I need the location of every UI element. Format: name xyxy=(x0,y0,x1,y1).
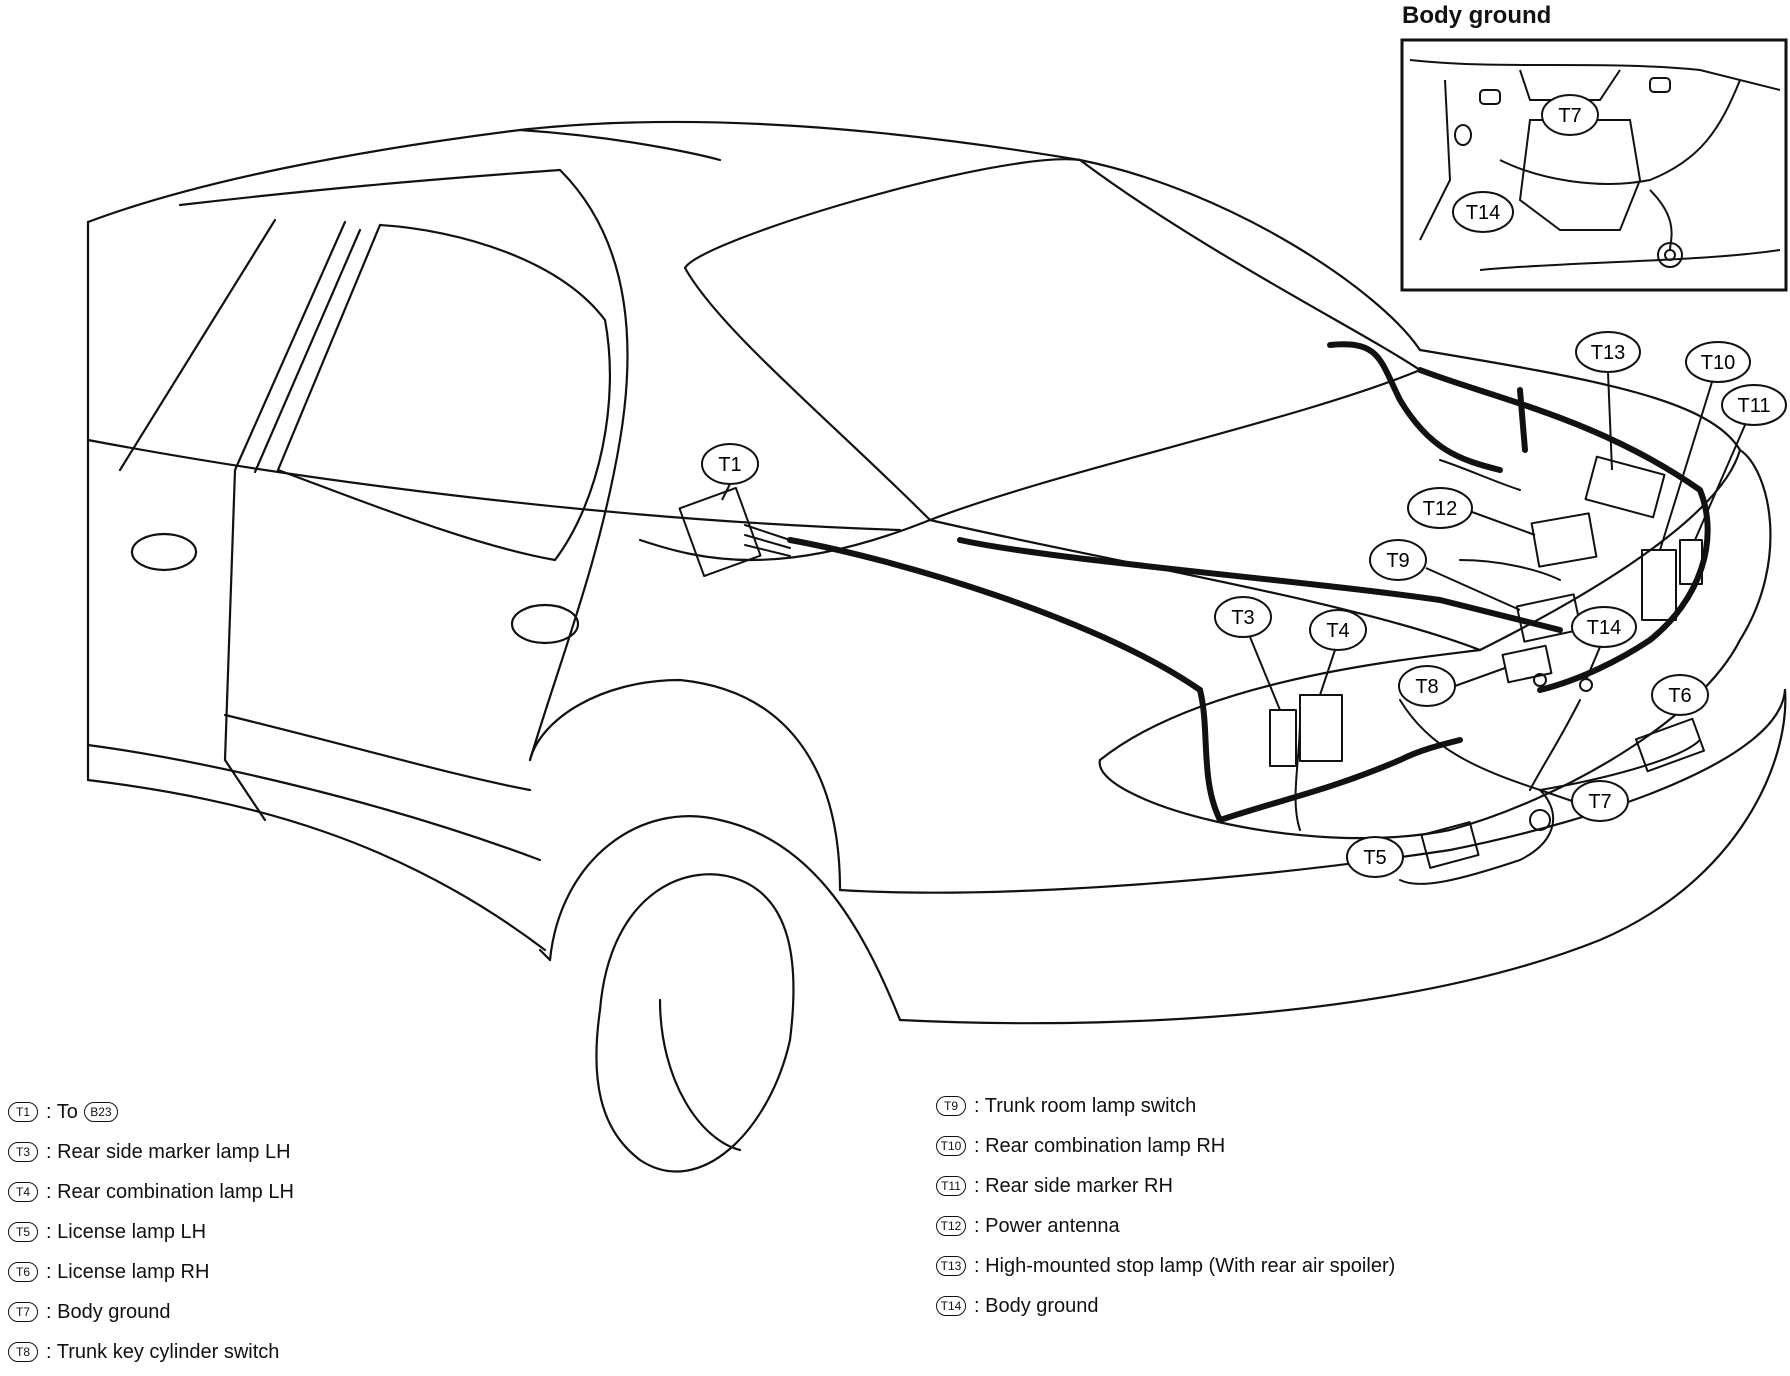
legend-text: : License lamp RH xyxy=(46,1261,210,1283)
legend-code: T1 xyxy=(8,1102,38,1122)
legend-text: : Body ground xyxy=(46,1301,171,1323)
legend-code: T3 xyxy=(8,1142,38,1162)
legend-item-t14: T14 : Body ground xyxy=(936,1286,1395,1326)
callout-t7: T7 xyxy=(1571,780,1629,822)
legend-code: T8 xyxy=(8,1342,38,1362)
svg-text:T11: T11 xyxy=(1738,395,1771,417)
inset-title: Body ground xyxy=(1402,2,1552,29)
svg-text:T14: T14 xyxy=(1466,202,1500,224)
svg-text:T6: T6 xyxy=(1668,685,1691,707)
connector-t6 xyxy=(1634,717,1706,773)
legend-item-t1: T1 : To B23 xyxy=(8,1092,294,1132)
inset-callout-t14: T14 xyxy=(1452,191,1514,233)
callout-t12: T12 xyxy=(1407,487,1473,529)
legend-text: : Power antenna xyxy=(974,1215,1120,1237)
legend-item-t3: T3 : Rear side marker lamp LH xyxy=(8,1132,294,1172)
connector-t3 xyxy=(1269,709,1297,767)
inset-callout-t7: T7 xyxy=(1541,94,1599,136)
callout-t9: T9 xyxy=(1369,539,1427,581)
legend-item-t11: T11 : Rear side marker RH xyxy=(936,1166,1395,1206)
legend-item-t12: T12 : Power antenna xyxy=(936,1206,1395,1246)
legend-text: : High-mounted stop lamp (With rear air … xyxy=(974,1255,1396,1277)
callout-t11: T11 xyxy=(1721,384,1787,426)
legend-code: T5 xyxy=(8,1222,38,1242)
svg-text:T3: T3 xyxy=(1231,607,1254,629)
connector-ref-badge: B23 xyxy=(83,1102,118,1122)
legend-item-t5: T5 : License lamp LH xyxy=(8,1212,294,1252)
legend-code: T10 xyxy=(936,1136,966,1156)
svg-text:T8: T8 xyxy=(1415,676,1438,698)
connector-t9 xyxy=(1515,593,1583,643)
connector-t11 xyxy=(1679,539,1703,585)
connectors xyxy=(678,455,1706,869)
legend-item-t7: T7 : Body ground xyxy=(8,1292,294,1332)
connector-t4 xyxy=(1299,694,1343,762)
callout-bubbles: T1 T3 T4 T5 T6 T7 T8 T9 T10 T11 T12 T13 … xyxy=(701,331,1787,878)
legend-code: T4 xyxy=(8,1182,38,1202)
connector-t5 xyxy=(1420,821,1480,869)
wire-harness xyxy=(787,341,1711,823)
legend-text: : To xyxy=(46,1101,78,1123)
legend-item-t13: T13 : High-mounted stop lamp (With rear … xyxy=(936,1246,1395,1286)
callout-t4: T4 xyxy=(1309,609,1367,651)
svg-text:T10: T10 xyxy=(1701,352,1735,374)
legend-code: T11 xyxy=(936,1176,966,1196)
svg-text:T12: T12 xyxy=(1423,498,1457,520)
connector-t1 xyxy=(678,486,791,578)
svg-text:T7: T7 xyxy=(1588,791,1611,813)
legend-item-t8: T8 : Trunk key cylinder switch xyxy=(8,1332,294,1372)
legend-item-t10: T10 : Rear combination lamp RH xyxy=(936,1126,1395,1166)
connector-t8 xyxy=(1501,644,1553,684)
legend-text: : Trunk room lamp switch xyxy=(974,1095,1197,1117)
legend-code: T7 xyxy=(8,1302,38,1322)
legend-item-t6: T6 : License lamp RH xyxy=(8,1252,294,1292)
legend-code: T6 xyxy=(8,1262,38,1282)
connector-t10 xyxy=(1641,549,1677,621)
inset-body-ground: T7 T14 xyxy=(1400,38,1788,292)
legend-code: T14 xyxy=(936,1296,966,1316)
connector-t12 xyxy=(1530,512,1598,568)
legend-code: T13 xyxy=(936,1256,966,1276)
wire-branches xyxy=(1294,459,1701,885)
legend-left: T1 : To B23 T3 : Rear side marker lamp L… xyxy=(8,1092,294,1372)
legend-code: T12 xyxy=(936,1216,966,1236)
callout-t6: T6 xyxy=(1651,674,1709,716)
svg-text:T5: T5 xyxy=(1363,847,1386,869)
legend-text: : Rear combination lamp RH xyxy=(974,1135,1226,1157)
callout-t1: T1 xyxy=(701,443,759,485)
svg-text:T14: T14 xyxy=(1587,617,1621,639)
callout-t8: T8 xyxy=(1398,665,1456,707)
legend-text: : Rear combination lamp LH xyxy=(46,1181,294,1203)
legend-text: : License lamp LH xyxy=(46,1221,207,1243)
svg-text:T9: T9 xyxy=(1386,550,1409,572)
callout-t10: T10 xyxy=(1685,341,1751,383)
callout-t14: T14 xyxy=(1571,606,1637,648)
svg-text:T7: T7 xyxy=(1558,105,1581,127)
callout-t5: T5 xyxy=(1346,836,1404,878)
connector-t13 xyxy=(1584,455,1666,519)
legend-code: T9 xyxy=(936,1096,966,1116)
svg-text:T4: T4 xyxy=(1326,620,1349,642)
legend-text: : Trunk key cylinder switch xyxy=(46,1341,280,1363)
svg-text:T1: T1 xyxy=(718,454,741,476)
legend-text: : Body ground xyxy=(974,1295,1099,1317)
svg-text:T13: T13 xyxy=(1591,342,1625,364)
legend-item-t4: T4 : Rear combination lamp LH xyxy=(8,1172,294,1212)
callout-t3: T3 xyxy=(1214,596,1272,638)
legend-text: : Rear side marker RH xyxy=(974,1175,1173,1197)
legend-item-t9: T9 : Trunk room lamp switch xyxy=(936,1086,1395,1126)
legend-text: : Rear side marker lamp LH xyxy=(46,1141,291,1163)
callout-t13: T13 xyxy=(1575,331,1641,373)
legend-right: T9 : Trunk room lamp switch T10 : Rear c… xyxy=(936,1086,1395,1326)
